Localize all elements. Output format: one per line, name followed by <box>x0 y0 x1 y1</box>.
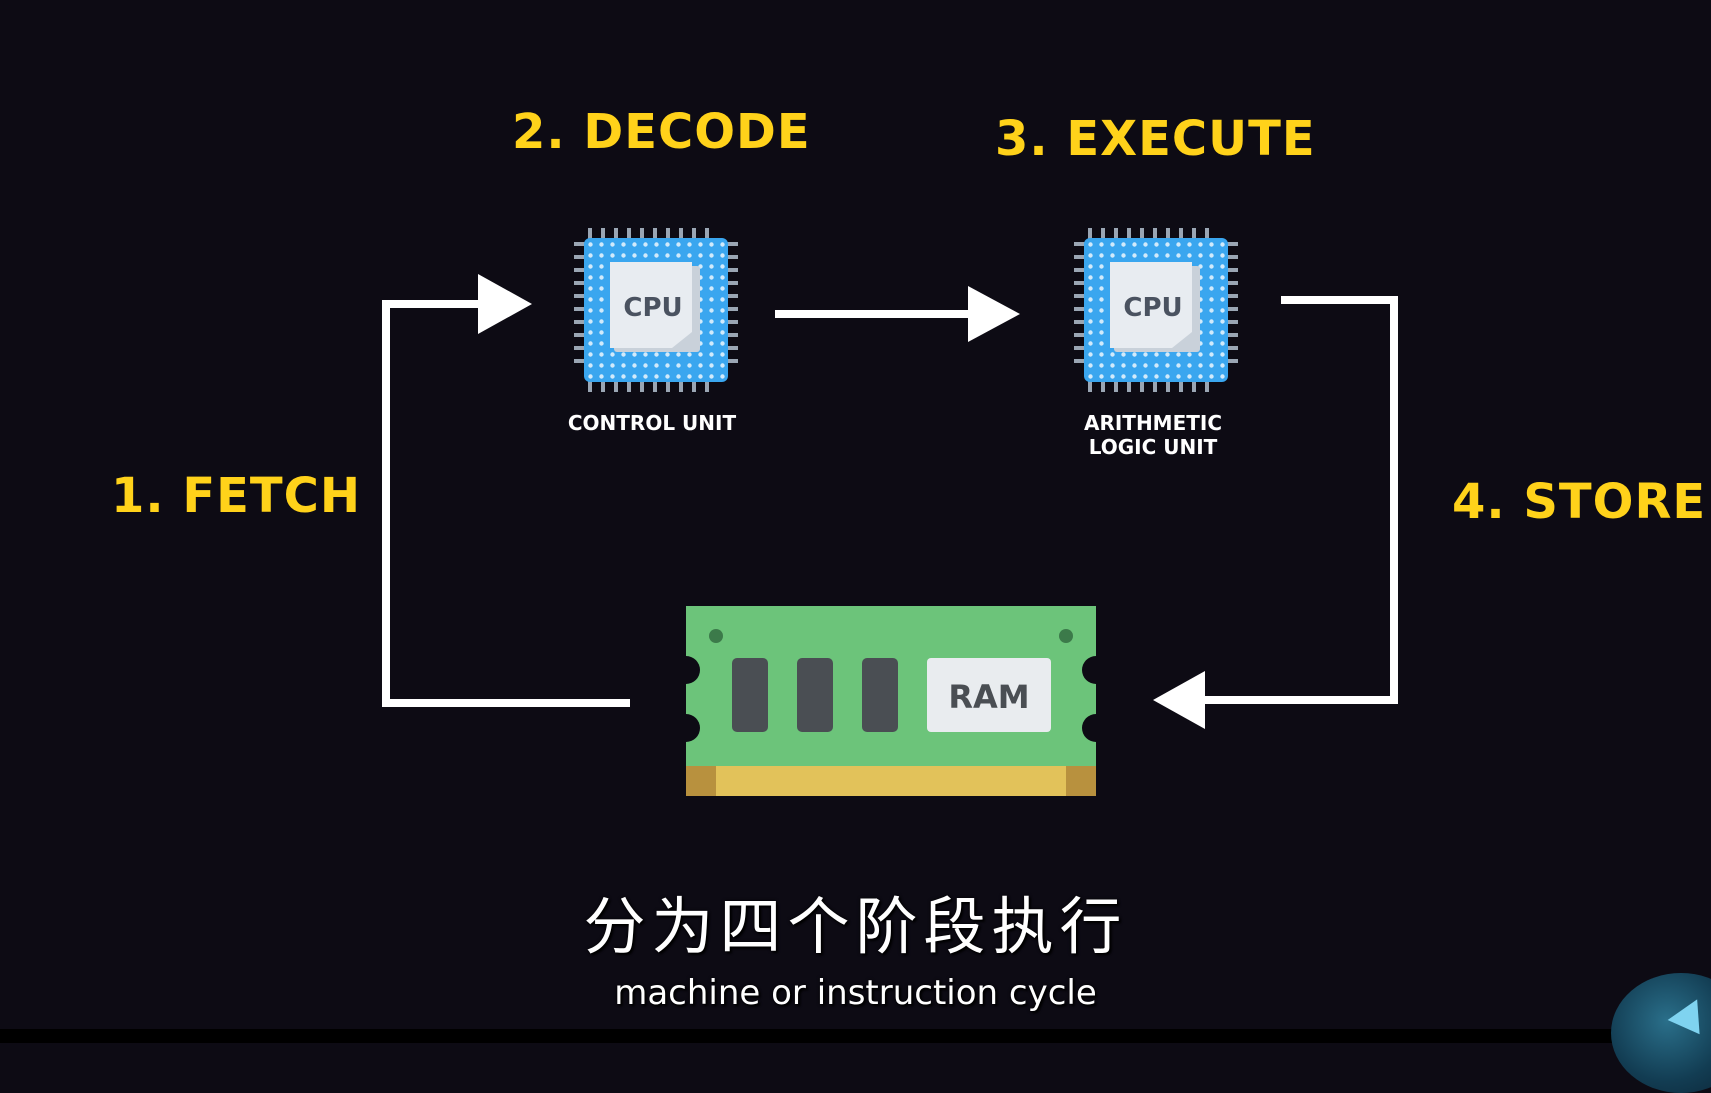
subtitle-english: machine or instruction cycle <box>614 973 1097 1013</box>
cycle-graphics: CPU <box>382 228 1398 796</box>
ram-label: RAM <box>948 678 1029 716</box>
video-bottom-bar <box>0 1029 1711 1043</box>
step-execute-label: 3. EXECUTE <box>995 111 1316 167</box>
store-arrow <box>1153 296 1398 729</box>
ram-module-icon: RAM <box>686 606 1096 796</box>
control-unit-cpu-icon: CPU <box>574 228 738 392</box>
subtitle-chinese: 分为四个阶段执行 <box>583 890 1128 963</box>
step-fetch-label: 1. FETCH <box>111 468 362 524</box>
control-unit-chip-label: CPU <box>623 293 682 323</box>
step-decode-label: 2. DECODE <box>512 104 811 160</box>
step-store-label: 4. STORE <box>1452 474 1707 530</box>
alu-caption: ARITHMETIC LOGIC UNIT <box>1083 411 1223 459</box>
decode-to-execute-arrow <box>775 286 1020 342</box>
fetch-arrow <box>382 274 630 707</box>
control-unit-caption: CONTROL UNIT <box>567 411 737 435</box>
alu-chip-label: CPU <box>1123 293 1182 323</box>
alu-cpu-icon: CPU <box>1074 228 1238 392</box>
instruction-cycle-diagram: CPU <box>0 0 1711 1043</box>
